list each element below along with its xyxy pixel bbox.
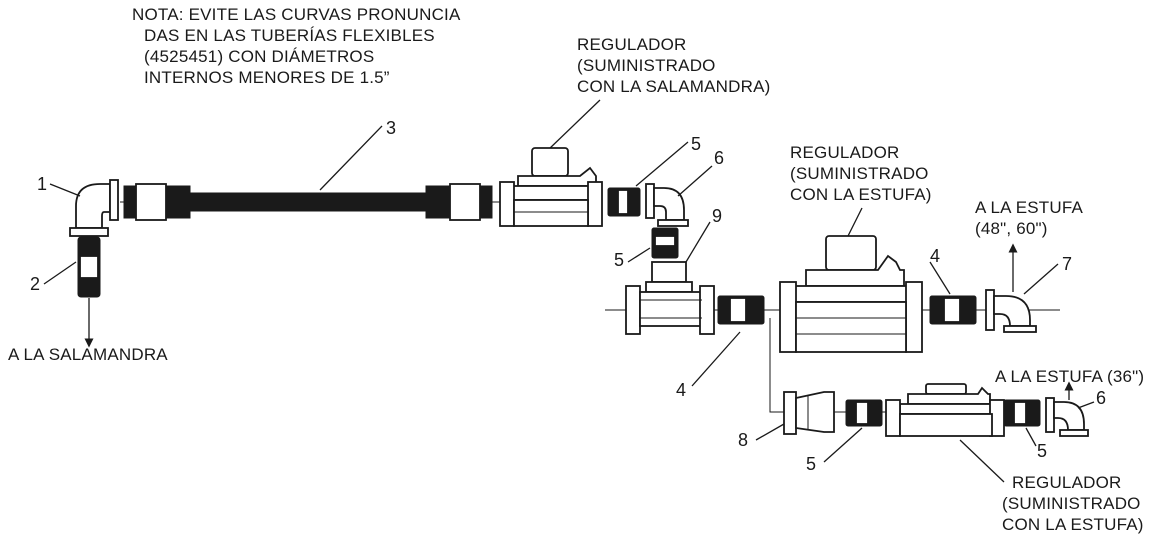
elbow-fitting-6-top <box>645 183 689 227</box>
leader-regulator-bottom <box>959 439 1005 483</box>
callout-3: 3 <box>386 118 396 138</box>
callout-4-right: 4 <box>930 246 940 266</box>
regulator-middle-label: REGULADOR (SUMINISTRADO CON LA ESTUFA) <box>790 143 932 204</box>
regulator-middle-line-1: REGULADOR <box>790 143 900 162</box>
leader-9 <box>685 221 711 263</box>
nipple-5-vertical <box>651 227 679 259</box>
elbow-fitting-6-bottom <box>1045 397 1089 437</box>
note-block: NOTA: EVITE LAS CURVAS PRONUNCIA DAS EN … <box>132 5 461 87</box>
to-stove-small-label: A LA ESTUFA (36") <box>995 367 1144 386</box>
leader-2 <box>43 261 77 285</box>
elbow-fitting-7 <box>985 289 1037 333</box>
callout-8: 8 <box>738 430 748 450</box>
leader-5-bottom-right <box>1025 427 1037 447</box>
regulator-top <box>499 147 603 227</box>
leader-5-top <box>635 141 689 187</box>
regulator-bottom-line-3: CON LA ESTUFA) <box>1002 515 1144 534</box>
reducer-fitting-8 <box>783 391 835 435</box>
note-line-2: DAS EN LAS TUBERÍAS FLEXIBLES <box>144 26 435 45</box>
to-stove-large-line-2: (48", 60") <box>975 219 1048 238</box>
regulator-top-label: REGULADOR (SUMINISTRADO CON LA SALAMANDR… <box>577 35 770 96</box>
flexible-hose-3 <box>123 183 493 221</box>
leader-regulator-top <box>547 99 601 151</box>
nipple-4-left <box>717 295 765 325</box>
callout-9: 9 <box>712 206 722 226</box>
elbow-fitting-1 <box>69 179 119 237</box>
regulator-top-line-2: (SUMINISTRADO <box>577 56 716 75</box>
callout-4-left: 4 <box>676 380 686 400</box>
leader-7 <box>1023 263 1059 295</box>
regulator-middle-line-2: (SUMINISTRADO <box>790 164 929 183</box>
to-stove-large-line-1: A LA ESTUFA <box>975 198 1083 217</box>
leader-8 <box>755 423 785 441</box>
callout-5-top: 5 <box>691 134 701 154</box>
regulator-bottom-line-2: (SUMINISTRADO <box>1002 494 1141 513</box>
callout-6-bottom: 6 <box>1096 388 1106 408</box>
callout-1: 1 <box>37 174 47 194</box>
note-line-3: (4525451) CON DIÁMETROS <box>144 47 374 66</box>
tee-fitting-9 <box>625 261 715 335</box>
note-line-4: INTERNOS MENORES DE 1.5” <box>144 68 390 87</box>
leader-4-right <box>929 261 951 295</box>
to-heater-label: A LA SALAMANDRA <box>8 345 168 364</box>
callout-2: 2 <box>30 274 40 294</box>
nipple-5-bottom-right <box>1003 399 1041 427</box>
leader-3 <box>319 125 383 191</box>
regulator-middle <box>779 235 923 353</box>
regulator-bottom-label: REGULADOR (SUMINISTRADO CON LA ESTUFA) <box>1002 473 1144 534</box>
leader-4-left <box>691 331 741 387</box>
callout-5-vertical: 5 <box>614 250 624 270</box>
regulator-top-line-1: REGULADOR <box>577 35 687 54</box>
callout-6-top: 6 <box>714 148 724 168</box>
leader-6-top <box>677 165 713 197</box>
nipple-4-right <box>929 295 977 325</box>
leader-1 <box>49 183 81 197</box>
regulator-bottom <box>885 383 1005 437</box>
regulator-bottom-line-1: REGULADOR <box>1012 473 1122 492</box>
regulator-top-line-3: CON LA SALAMANDRA) <box>577 77 770 96</box>
nipple-2 <box>77 236 101 298</box>
leader-regulator-middle <box>847 207 863 237</box>
leader-5-vertical <box>627 247 651 263</box>
callout-7: 7 <box>1062 254 1072 274</box>
leader-6-bottom <box>1077 401 1095 409</box>
regulator-middle-line-3: CON LA ESTUFA) <box>790 185 932 204</box>
note-line-1: NOTA: EVITE LAS CURVAS PRONUNCIA <box>132 5 461 24</box>
callout-5-bottom-left: 5 <box>806 454 816 474</box>
leader-5-bottom-left <box>823 427 863 463</box>
callout-5-bottom-right: 5 <box>1037 441 1047 461</box>
nipple-5-bottom-left <box>845 399 883 427</box>
nipple-5-top <box>607 187 641 217</box>
